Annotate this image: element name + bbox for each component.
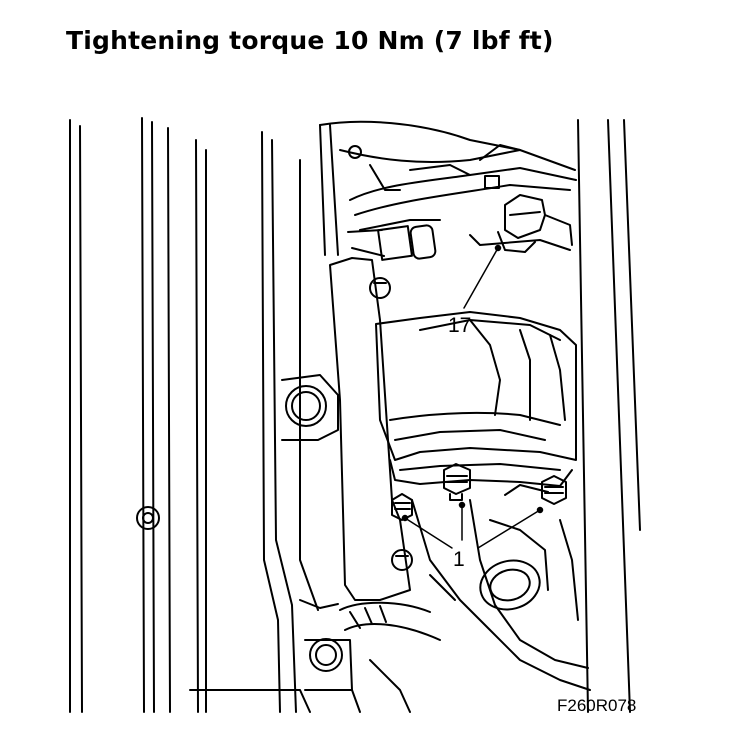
- flange-bolts: [391, 463, 567, 521]
- flange-bolt-right-icon: [541, 475, 567, 505]
- mounting-bracket: [329, 257, 413, 601]
- connector: [347, 224, 437, 261]
- page-title: Tightening torque 10 Nm (7 lbf ft): [66, 26, 554, 55]
- callout-17-leader: [463, 244, 502, 309]
- inner-chassis-rail: [261, 124, 339, 713]
- pump-body: [375, 311, 577, 487]
- bracket-bolt-icon: [369, 277, 391, 299]
- hose-fitting-icon: [309, 638, 343, 672]
- upper-housing: [319, 120, 577, 251]
- flange-bolt-center-icon: [443, 463, 471, 501]
- frame-hole-icon: [136, 506, 160, 530]
- callout-labels: 17 1 F260R078: [448, 314, 636, 715]
- right-frame-rail: [577, 119, 641, 713]
- figure-code: F260R078: [557, 696, 636, 715]
- callout-1: 1: [453, 548, 465, 571]
- left-frame-rail: [69, 117, 311, 713]
- flange-bolt-left-icon: [391, 493, 413, 521]
- bolt-17: [497, 194, 573, 253]
- callout-17: 17: [448, 314, 471, 337]
- lower-hose: [299, 599, 441, 713]
- lower-outlet: [411, 484, 591, 691]
- bracket-bolt-lower-icon: [391, 549, 413, 571]
- callout-1-leaders: [401, 501, 544, 549]
- round-boss: [281, 374, 339, 441]
